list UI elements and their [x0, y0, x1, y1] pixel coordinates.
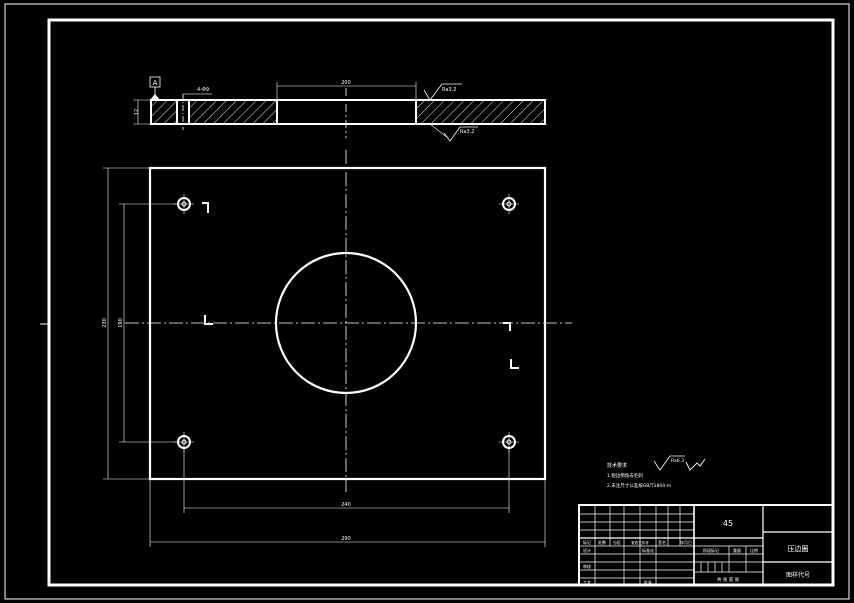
approve-label: 批准 [644, 579, 652, 585]
scale-label: 比例 [750, 547, 758, 553]
corner-mark [503, 322, 511, 331]
weight-label: 重量 [733, 547, 741, 553]
review-label: 审核 [583, 563, 591, 569]
mounting-hole [499, 194, 519, 214]
roughness-top-label: Ra3.2 [442, 87, 456, 93]
height-dim-label: 230 [102, 318, 108, 328]
width-dim-label: 290 [341, 536, 351, 542]
row-label-mark: 标记 [583, 539, 591, 545]
bore-width-label: 200 [341, 80, 351, 86]
plan-view: 230 190 240 290 [102, 150, 572, 547]
standard-label: 标准化 [642, 547, 654, 553]
stage-label: 阶段标记 [703, 547, 719, 553]
general-roughness-symbol [653, 455, 685, 471]
notes-line-2: 2.未注尺寸公差按GB/T1804-m [607, 482, 671, 489]
leader [429, 123, 449, 139]
section-view: 12 200 4-Φ9 A Ra3.2 Ra3.2 [133, 76, 546, 142]
section-hatch-left [151, 100, 277, 124]
outer-border [4, 3, 850, 600]
row-label-sign: 签名 [658, 539, 666, 545]
other-roughness-symbol [685, 458, 706, 471]
sheet-label: 共 张 第 张 [717, 576, 740, 583]
row-label-count: 处数 [598, 539, 606, 545]
inner-height-dim-label: 190 [118, 318, 124, 328]
part-name-text: 压边圈 [788, 544, 809, 553]
material-text: 45 [723, 519, 733, 528]
datum-triangle [150, 94, 160, 100]
roughness-symbol [443, 126, 478, 142]
notes-line-1: 1.锐边倒角去毛刺 [607, 472, 643, 479]
inner-width-dim-label: 240 [341, 502, 351, 508]
roughness-bottom-label: Ra3.2 [460, 129, 474, 135]
datum-letter: A [153, 79, 158, 87]
row-label-zone: 分区 [613, 539, 621, 545]
drawing-code-text: 图样代号 [786, 571, 810, 579]
roughness-symbol [423, 83, 462, 101]
row-label-change: 更改文件号 [631, 540, 649, 545]
section-hatch-right [416, 100, 545, 124]
process-label: 工艺 [583, 580, 591, 585]
row-label-date: 年月日 [680, 539, 692, 545]
notes-heading: 技术要求 [607, 462, 627, 469]
hole-gap [177, 100, 189, 124]
section-outline [150, 99, 546, 125]
plate-outline [148, 166, 547, 481]
tech-notes: 技术要求 1.锐边倒角去毛刺 2.未注尺寸公差按GB/T1804-m Ra6.3 [607, 455, 706, 489]
corner-mark [204, 315, 213, 325]
thickness-dim-label: 12 [134, 109, 140, 115]
design-label: 设计 [583, 547, 591, 553]
inner-frame [47, 18, 835, 587]
corner-mark [510, 359, 519, 369]
hole-callout: 4-Φ9 [197, 87, 209, 93]
title-block: 45 压边圈 图样代号 标记 处数 分区 更改文件号 签名 年月日 设计 标准化… [578, 504, 834, 586]
corner-mark [202, 202, 209, 213]
general-roughness-label: Ra6.3 [671, 458, 684, 464]
